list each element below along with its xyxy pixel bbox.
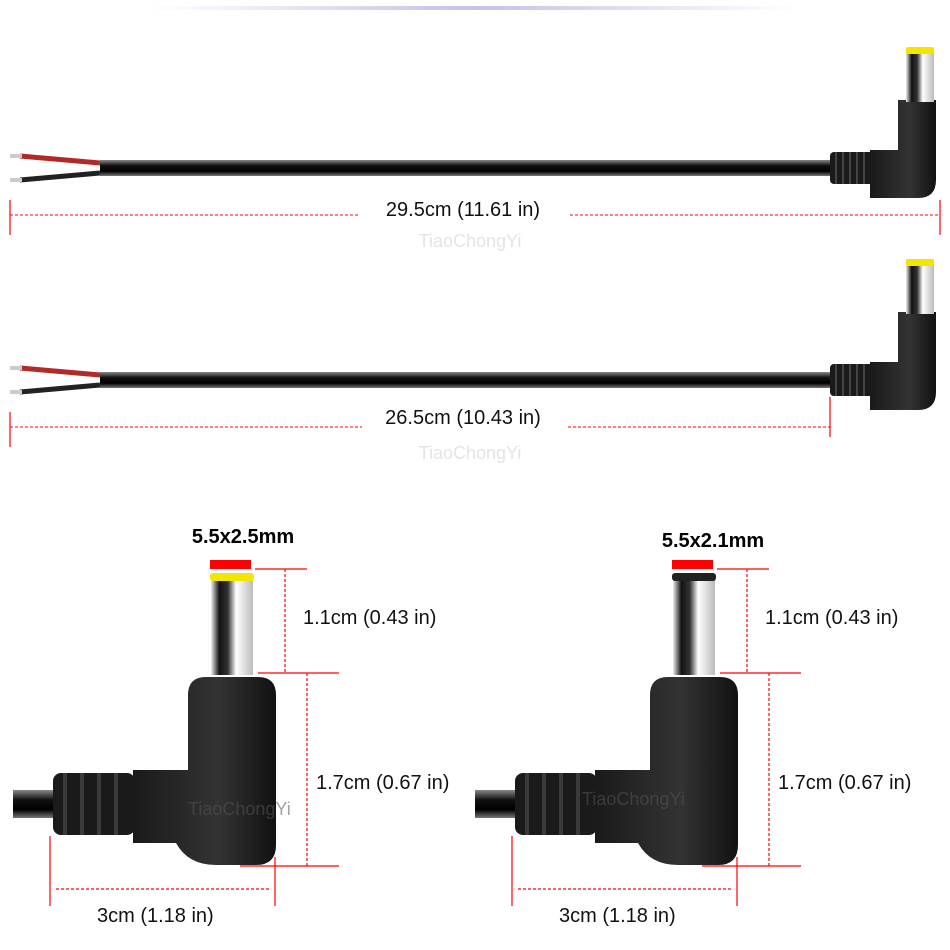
watermark: TiaoChongYi <box>188 799 291 819</box>
connector-pin <box>906 50 934 102</box>
red-wire <box>19 365 101 378</box>
dimension-lines <box>49 568 339 906</box>
black-wire <box>19 170 101 183</box>
pin-length-label: 1.1cm (0.43 in) <box>765 607 898 629</box>
size-label: 5.5x2.5mm <box>192 526 294 548</box>
pin-tip <box>672 573 716 581</box>
cable-jacket <box>100 372 835 388</box>
pin-tip <box>906 47 934 54</box>
dimension-lines <box>511 568 801 906</box>
connector-pin <box>673 575 715 675</box>
connector-body <box>870 100 936 198</box>
wire-tip <box>10 154 22 158</box>
wire-tip <box>10 366 22 370</box>
watermark: TiaoChongYi <box>419 443 522 463</box>
strain-relief <box>830 364 875 396</box>
body-height-label: 1.7cm (0.67 in) <box>316 772 449 794</box>
pin-length-label: 1.1cm (0.43 in) <box>303 607 436 629</box>
cable-2: 26.5cm (10.43 in) TiaoChongYi <box>9 259 936 463</box>
connector-pin <box>906 262 934 314</box>
connector-pin <box>211 575 253 675</box>
cable-stub <box>13 790 58 818</box>
cable-length-label: 29.5cm (11.61 in) <box>386 199 540 221</box>
size-marker <box>210 560 251 569</box>
size-marker <box>672 560 713 569</box>
connector-detail-2: 5.5x2.1mm TiaoChongYi 1.1cm (0.43 in) 1.… <box>475 530 911 927</box>
width-label: 3cm (1.18 in) <box>97 905 214 927</box>
cable-1: 29.5cm (11.61 in) TiaoChongYi <box>9 47 941 251</box>
strain-relief <box>830 152 875 184</box>
connector-body <box>133 677 276 865</box>
black-wire <box>19 382 101 395</box>
watermark: TiaoChongYi <box>582 789 685 809</box>
size-label: 5.5x2.1mm <box>662 530 764 552</box>
width-label: 3cm (1.18 in) <box>559 905 676 927</box>
red-wire <box>19 153 101 166</box>
cable-stub <box>475 790 520 818</box>
watermark: TiaoChongYi <box>419 231 522 251</box>
strain-relief <box>515 773 597 835</box>
connector-detail-1: 5.5x2.5mm TiaoChongYi 1.1cm (0.43 in) 1.… <box>13 526 449 927</box>
wire-tip <box>10 390 22 394</box>
body-height-label: 1.7cm (0.67 in) <box>778 772 911 794</box>
strain-relief <box>53 773 135 835</box>
connector-body <box>595 677 738 865</box>
pin-tip <box>210 573 254 581</box>
cable-jacket <box>100 160 835 176</box>
connector-body <box>870 312 936 410</box>
cable-length-label: 26.5cm (10.43 in) <box>385 407 541 429</box>
pin-tip <box>906 259 934 266</box>
top-glow <box>150 6 800 10</box>
wire-tip <box>10 178 22 182</box>
